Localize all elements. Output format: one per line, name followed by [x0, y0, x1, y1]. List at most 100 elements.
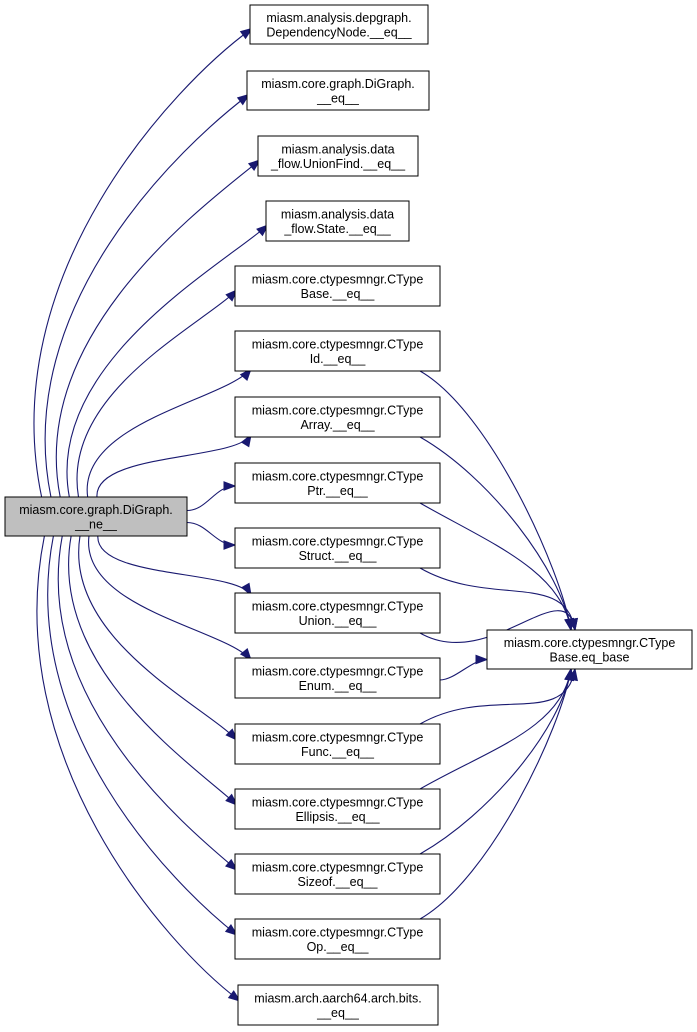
edge-digraph_ne-to-aarch64_bits_eq-arrow [227, 990, 242, 1002]
edge-digraph_ne-to-state_eq-arrow [256, 224, 270, 237]
node-box [246, 70, 430, 111]
nodes-layer: miasm.core.graph.DiGraph.__ne__miasm.ana… [4, 4, 693, 1026]
edge-digraph_ne-to-state_eq [66, 224, 269, 498]
node-unionfind_eq[interactable]: miasm.analysis.data_flow.UnionFind.__eq_… [257, 135, 419, 177]
node-digraph_ne[interactable]: miasm.core.graph.DiGraph.__ne__ [4, 496, 188, 537]
node-label-line: miasm.core.graph.DiGraph. [19, 503, 173, 517]
edge-digraph_ne-to-ctypeptr_eq-arrow [223, 481, 237, 491]
edge-digraph_ne-to-ctypesizeof_eq [57, 535, 238, 871]
edge-digraph_ne-to-ctypeid_eq-arrow [239, 367, 252, 381]
node-label-line: Enum.__eq__ [299, 679, 378, 693]
edge-digraph_ne-to-depgraph_eq-arrow [239, 27, 254, 40]
node-label-line: __ne__ [74, 517, 118, 531]
node-box [486, 629, 693, 670]
edge-digraph_ne-to-unionfind_eq-arrow [247, 159, 262, 172]
node-box [257, 135, 419, 177]
node-label-line: miasm.core.graph.DiGraph. [261, 77, 415, 91]
edge-digraph_ne-to-ctypeenum_eq-arrow [239, 647, 252, 662]
node-label-line: Base.__eq__ [301, 287, 376, 301]
node-box [234, 527, 441, 569]
edge-ctypeunion_eq-to-ctypebase_eq_base-arrow [568, 617, 578, 632]
node-label-line: DependencyNode.__eq__ [266, 25, 412, 39]
edge-ctypeunion_eq-to-ctypebase_eq_base [419, 610, 576, 644]
edges-layer [33, 27, 578, 1002]
edge-ctypeellipsis_eq-to-ctypebase_eq_base [419, 668, 572, 790]
edge-digraph_ne-to-ctypebase_eq [76, 289, 238, 498]
edge-ctypeid_eq-to-ctypebase_eq_base [419, 370, 572, 631]
node-box [234, 265, 441, 307]
node-box [234, 592, 441, 634]
node-state_eq[interactable]: miasm.analysis.data_flow.State.__eq__ [265, 200, 410, 242]
node-label-line: Union.__eq__ [299, 614, 378, 628]
node-ctypeellipsis_eq[interactable]: miasm.core.ctypesmngr.CTypeEllipsis.__eq… [234, 788, 441, 830]
node-label-line: Id.__eq__ [310, 352, 367, 366]
edge-digraph_ne-to-ctypeellipsis_eq [68, 535, 238, 806]
edge-digraph_ne-to-ctypeunion_eq [97, 535, 252, 596]
edge-ctypeptr_eq-to-ctypebase_eq_base [419, 502, 572, 631]
node-label-line: miasm.core.ctypesmngr.CType [252, 534, 424, 548]
edge-digraph_ne-to-ctypestruct_eq [186, 521, 236, 546]
node-box [234, 788, 441, 830]
node-box [234, 462, 441, 504]
node-label-line: _flow.UnionFind.__eq__ [270, 157, 406, 171]
edge-digraph_ne-to-ctypeunion_eq-arrow [240, 582, 252, 597]
node-label-line: _flow.State.__eq__ [283, 222, 391, 236]
node-label-line: Op.__eq__ [307, 940, 370, 954]
node-label-line: miasm.analysis.depgraph. [266, 11, 411, 25]
node-box [234, 723, 441, 765]
edge-digraph_ne-to-ctypeptr_eq [186, 485, 236, 512]
node-label-line: miasm.analysis.data [281, 207, 394, 221]
edge-digraph_ne-to-digraph_eq [44, 94, 250, 498]
edge-ctypesizeof_eq-to-ctypebase_eq_base [419, 668, 572, 855]
edge-digraph_ne-to-ctypeop_eq-arrow [224, 924, 239, 936]
node-label-line: __eq__ [316, 1006, 360, 1020]
edge-digraph_ne-to-ctypearray_eq-arrow [240, 433, 252, 448]
edge-digraph_ne-to-aarch64_bits_eq [36, 535, 241, 1002]
node-box [234, 330, 441, 372]
node-box [234, 657, 441, 699]
node-aarch64_bits_eq[interactable]: miasm.arch.aarch64.arch.bits.__eq__ [237, 984, 439, 1026]
node-box [234, 396, 441, 438]
edge-digraph_ne-to-unionfind_eq [55, 159, 261, 498]
edge-ctypeop_eq-to-ctypebase_eq_base-arrow [564, 667, 574, 682]
node-label-line: miasm.core.ctypesmngr.CType [252, 337, 424, 351]
node-label-line: Sizeof.__eq__ [298, 875, 379, 889]
edge-digraph_ne-to-ctypeop_eq [47, 535, 238, 936]
node-label-line: miasm.core.ctypesmngr.CType [504, 636, 676, 650]
node-label-line: miasm.core.ctypesmngr.CType [252, 403, 424, 417]
node-box [265, 200, 410, 242]
edge-digraph_ne-to-ctypefunc_eq [78, 535, 238, 741]
edge-digraph_ne-to-ctypesizeof_eq-arrow [225, 858, 239, 871]
edge-digraph_ne-to-depgraph_eq [33, 28, 253, 498]
node-label-line: __eq__ [316, 91, 360, 105]
node-box [249, 4, 429, 45]
node-label-line: miasm.core.ctypesmngr.CType [252, 272, 424, 286]
edge-ctypeop_eq-to-ctypebase_eq_base [419, 668, 572, 920]
node-label-line: Array.__eq__ [300, 418, 375, 432]
edge-digraph_ne-to-digraph_eq-arrow [236, 93, 251, 106]
node-box [234, 853, 441, 895]
node-box [4, 496, 188, 537]
node-label-line: miasm.core.ctypesmngr.CType [252, 795, 424, 809]
node-label-line: miasm.core.ctypesmngr.CType [252, 925, 424, 939]
node-depgraph_eq[interactable]: miasm.analysis.depgraph.DependencyNode._… [249, 4, 429, 45]
node-label-line: miasm.core.ctypesmngr.CType [252, 469, 424, 483]
edge-ctypefunc_eq-to-ctypebase_eq_base [419, 668, 576, 725]
node-label-line: miasm.core.ctypesmngr.CType [252, 599, 424, 613]
node-label-line: miasm.core.ctypesmngr.CType [252, 730, 424, 744]
edge-digraph_ne-to-ctypeenum_eq [88, 535, 252, 661]
node-digraph_eq[interactable]: miasm.core.graph.DiGraph.__eq__ [246, 70, 430, 111]
node-label-line: Ptr.__eq__ [307, 484, 369, 498]
